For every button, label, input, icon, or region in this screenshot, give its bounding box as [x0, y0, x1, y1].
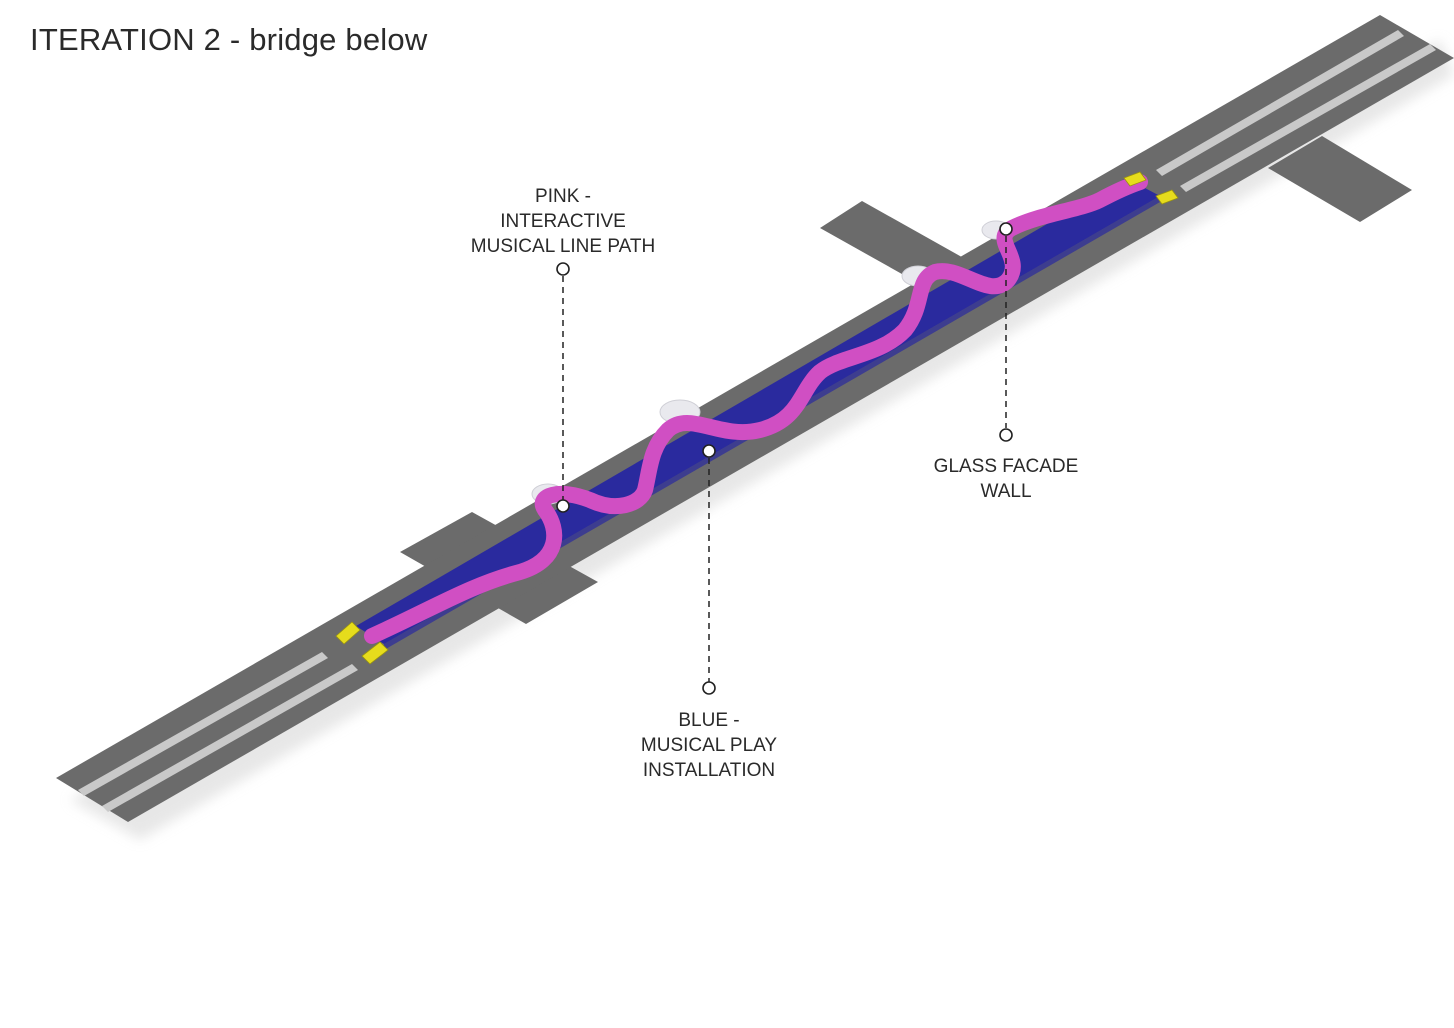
ramp-right-b [1155, 189, 1179, 205]
callout-marker-glass-top [999, 222, 1013, 236]
callout-line: WALL [980, 481, 1032, 502]
callout-line: PINK - [535, 186, 591, 207]
callout-line: INSTALLATION [642, 760, 776, 781]
callout-line: MUSICAL PLAY [640, 735, 778, 756]
road-marking [102, 664, 358, 812]
callout-line: MUSICAL LINE PATH [470, 236, 656, 257]
callout-label-pink: PINK - INTERACTIVE MUSICAL LINE PATH [471, 184, 655, 259]
callout-line: BLUE - [678, 710, 740, 731]
callout-label-blue: BLUE - MUSICAL PLAY INSTALLATION [641, 708, 777, 783]
ramp-left-b [361, 641, 389, 665]
ramp-left-a [335, 621, 361, 645]
callout-marker-glass-bottom [999, 428, 1013, 442]
callout-line: GLASS FACADE [933, 456, 1079, 477]
page-title: ITERATION 2 - bridge below [30, 22, 428, 57]
callout-line: INTERACTIVE [500, 211, 626, 232]
callout-marker-pink-bottom [556, 499, 570, 513]
road-marking [1180, 44, 1436, 192]
road-marking [1156, 30, 1404, 176]
callout-marker-blue-bottom [702, 681, 716, 695]
callout-marker-blue-top [702, 444, 716, 458]
callout-label-glass: GLASS FACADE WALL [934, 454, 1079, 504]
cross-street-right [1268, 136, 1412, 222]
road-marking [78, 652, 328, 796]
callout-marker-pink-top [556, 262, 570, 276]
ramp-right-a [1123, 171, 1147, 187]
pink-musical-line-path [364, 174, 1148, 644]
